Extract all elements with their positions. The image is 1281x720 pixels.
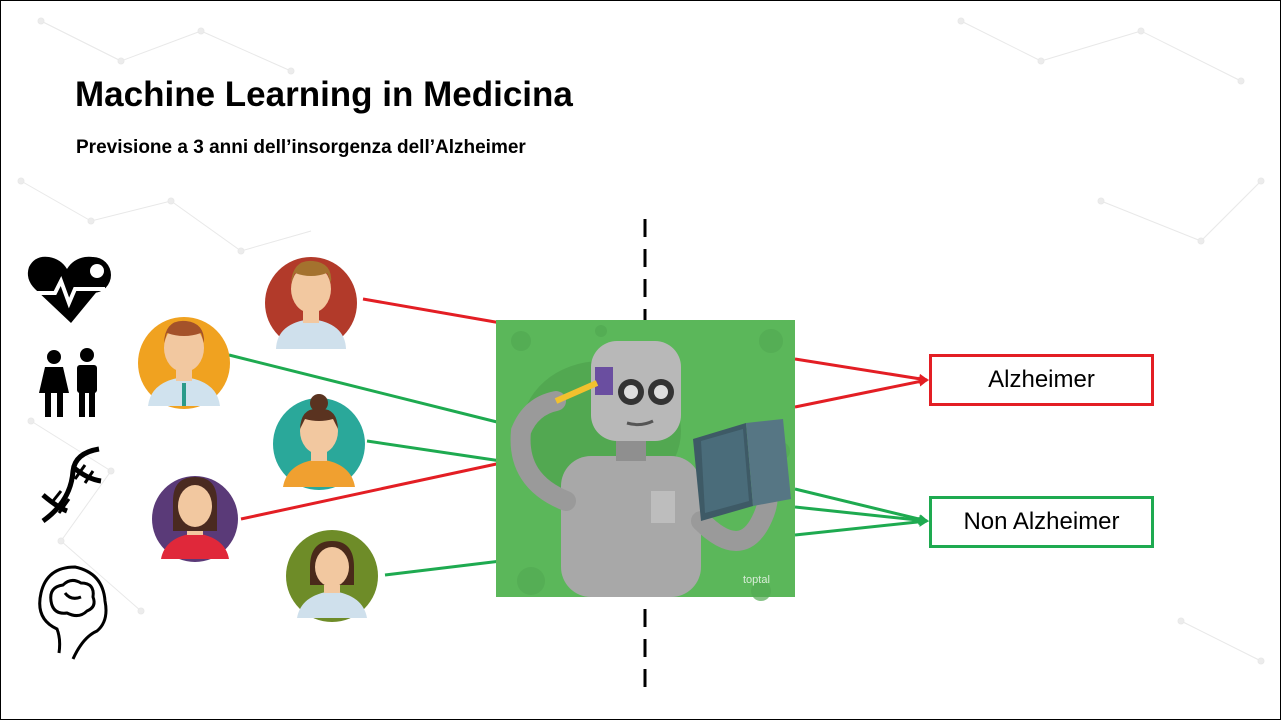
- patient-avatar-4: [152, 476, 238, 562]
- patient-avatar-1: [265, 257, 357, 349]
- arrow-non-alzheimer-1: [794, 487, 929, 524]
- gender-icon: [39, 348, 97, 417]
- robot-model-image: toptal: [496, 320, 795, 601]
- patient-avatar-5: [286, 530, 378, 622]
- arrow-alzheimer-1: [794, 357, 929, 384]
- dna-icon: [41, 446, 102, 524]
- output-non-alzheimer-label: Non Alzheimer: [963, 508, 1120, 535]
- output-non-alzheimer-box: Non Alzheimer: [929, 496, 1154, 548]
- connector-patient-1: [362, 297, 502, 325]
- arrow-non-alzheimer-2: [794, 505, 929, 526]
- connector-patient-4: [240, 461, 502, 521]
- slide-subtitle: Previsione a 3 anni dell’insorgenza dell…: [76, 137, 526, 158]
- connector-patient-2: [228, 353, 502, 425]
- slide-title: Machine Learning in Medicina: [75, 75, 573, 114]
- patient-avatar-2: [138, 317, 230, 409]
- output-alzheimer-box: Alzheimer: [929, 354, 1154, 406]
- arrow-alzheimer-2: [794, 376, 929, 409]
- robot-watermark: toptal: [743, 574, 770, 586]
- brain-icon: [38, 565, 108, 660]
- connector-patient-5: [384, 559, 502, 577]
- patient-avatar-3: [273, 394, 365, 490]
- connector-patient-3: [366, 439, 502, 463]
- output-alzheimer-label: Alzheimer: [988, 366, 1095, 393]
- arrow-non-alzheimer-3: [794, 516, 929, 537]
- heart-health-icon: [27, 256, 111, 323]
